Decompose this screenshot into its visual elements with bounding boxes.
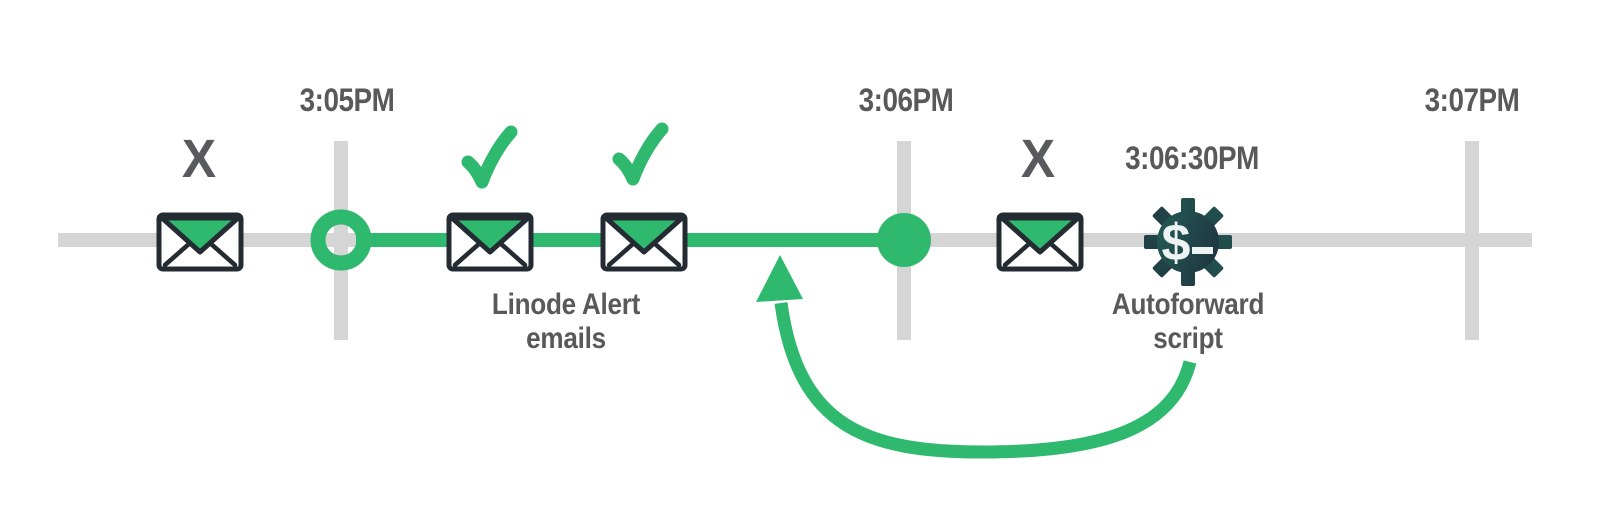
gear-time-label: 3:06:30PM <box>1125 140 1259 176</box>
checkmark-icon <box>461 125 518 189</box>
gear-script-icon: $ <box>1144 198 1232 286</box>
dollar-glyph: $ <box>1162 214 1191 272</box>
email-icon <box>996 212 1084 272</box>
caption-linode-alert-emails: Linode Alert emails <box>492 288 640 356</box>
email-icon <box>446 212 534 272</box>
curved-arrow-head <box>756 255 803 302</box>
tick-label-307: 3:07PM <box>1424 82 1520 118</box>
caption-line: Linode Alert <box>491 288 641 321</box>
caption-line: script <box>1153 322 1223 355</box>
tick-label-305: 3:05PM <box>299 82 395 118</box>
start-ring <box>310 209 372 271</box>
cursor-dash <box>1192 247 1213 254</box>
tick-label-306: 3:06PM <box>858 82 954 118</box>
timeline-tick-305 <box>334 141 348 340</box>
email-icon <box>600 212 688 272</box>
email-icon <box>156 212 244 272</box>
x-icon: X <box>1020 129 1056 189</box>
caption-autoforward-script: Autoforward script <box>1111 288 1265 356</box>
timeline-tick-307 <box>1465 141 1479 340</box>
checkmark-icon <box>612 122 669 186</box>
end-dot <box>877 213 931 267</box>
x-icon: X <box>181 129 217 189</box>
caption-line: emails <box>526 322 606 355</box>
curved-arrow <box>774 302 1197 459</box>
caption-line: Autoforward <box>1111 288 1265 321</box>
